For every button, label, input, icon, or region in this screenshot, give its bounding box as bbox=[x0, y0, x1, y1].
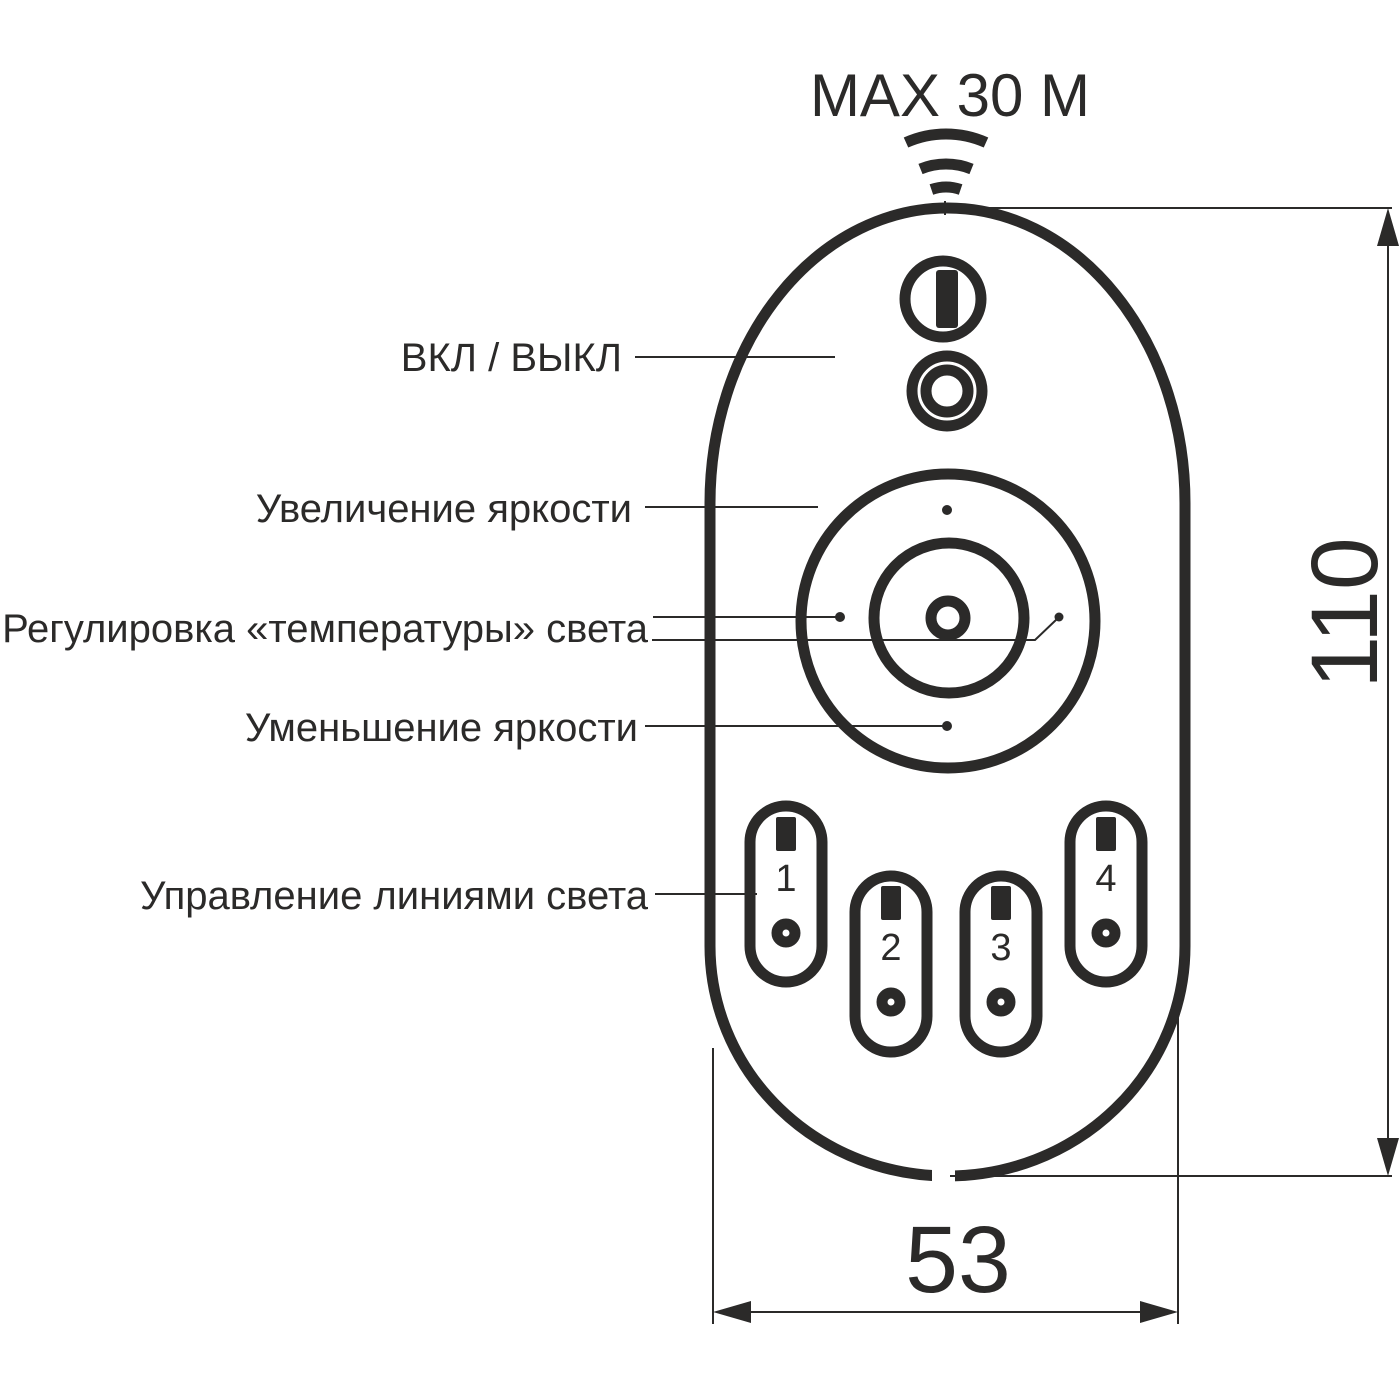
zone-3-dot bbox=[986, 987, 1016, 1017]
callout-power: ВКЛ / ВЫКЛ bbox=[401, 336, 835, 380]
height-arrow-down-icon bbox=[1377, 1138, 1399, 1176]
callout-zone-control: Управление линиями света bbox=[140, 874, 757, 918]
height-arrow-up-icon bbox=[1377, 208, 1399, 246]
width-dimension: 53 bbox=[712, 1000, 1179, 1324]
max-range-label: MAX 30 M bbox=[810, 62, 1090, 129]
color-temp-label: Регулировка «температуры» света bbox=[2, 607, 649, 651]
zone-1-rocker-mark bbox=[776, 817, 796, 851]
height-value: 110 bbox=[1292, 537, 1398, 688]
zone-4-number: 4 bbox=[1095, 858, 1116, 900]
power-on-button bbox=[899, 255, 987, 343]
width-arrow-right-icon bbox=[1140, 1301, 1178, 1323]
zone-2-rocker-mark bbox=[881, 886, 901, 920]
width-arrow-left-icon bbox=[713, 1301, 751, 1323]
power-on-bar-icon bbox=[936, 270, 958, 328]
zone-4-rocker-mark bbox=[1096, 817, 1116, 851]
zone-button-4: 4 bbox=[1064, 800, 1148, 988]
zone-button-3: 3 bbox=[959, 870, 1043, 1058]
callout-brightness-up: Увеличение яркости bbox=[256, 487, 818, 531]
zone-2-number: 2 bbox=[880, 927, 901, 969]
zone-1-dot bbox=[771, 918, 801, 948]
wheel-center-button bbox=[925, 595, 971, 641]
brightness-down-label: Уменьшение яркости bbox=[245, 706, 638, 750]
power-label: ВКЛ / ВЫКЛ bbox=[401, 336, 622, 380]
color-temp-marker-1 bbox=[835, 612, 845, 622]
width-value: 53 bbox=[905, 1207, 1011, 1313]
outline-gap bbox=[932, 1160, 955, 1190]
zone-2-dot bbox=[876, 987, 906, 1017]
callout-color-temp: Регулировка «температуры» света bbox=[2, 607, 1064, 651]
wheel-inner-ring bbox=[868, 537, 1030, 699]
color-temp-marker-2 bbox=[1054, 612, 1064, 622]
zone-4-dot bbox=[1091, 918, 1121, 948]
brightness-up-label: Увеличение яркости bbox=[256, 487, 632, 531]
zone-1-number: 1 bbox=[775, 858, 796, 900]
brightness-up-marker bbox=[942, 505, 952, 515]
brightness-down-marker bbox=[942, 721, 952, 731]
zone-3-number: 3 bbox=[990, 927, 1011, 969]
power-off-icon bbox=[920, 364, 974, 418]
callout-brightness-down: Уменьшение яркости bbox=[245, 706, 952, 750]
height-dimension: 110 bbox=[945, 207, 1399, 1177]
power-on-icon bbox=[899, 255, 987, 343]
wheel-outer-ring bbox=[795, 468, 1101, 774]
power-off-button bbox=[906, 350, 988, 432]
zone-3-rocker-mark bbox=[991, 886, 1011, 920]
wireless-signal-icon bbox=[903, 128, 989, 195]
zone-button-2: 2 bbox=[849, 870, 933, 1058]
color-temp-leader-line-2 bbox=[652, 618, 1058, 641]
power-off-outer-ring bbox=[906, 350, 988, 432]
zone-button-1: 1 bbox=[744, 800, 828, 988]
zone-control-label: Управление линиями света bbox=[140, 874, 649, 918]
control-wheel bbox=[795, 468, 1101, 774]
remote-body-outline bbox=[704, 202, 1191, 1182]
